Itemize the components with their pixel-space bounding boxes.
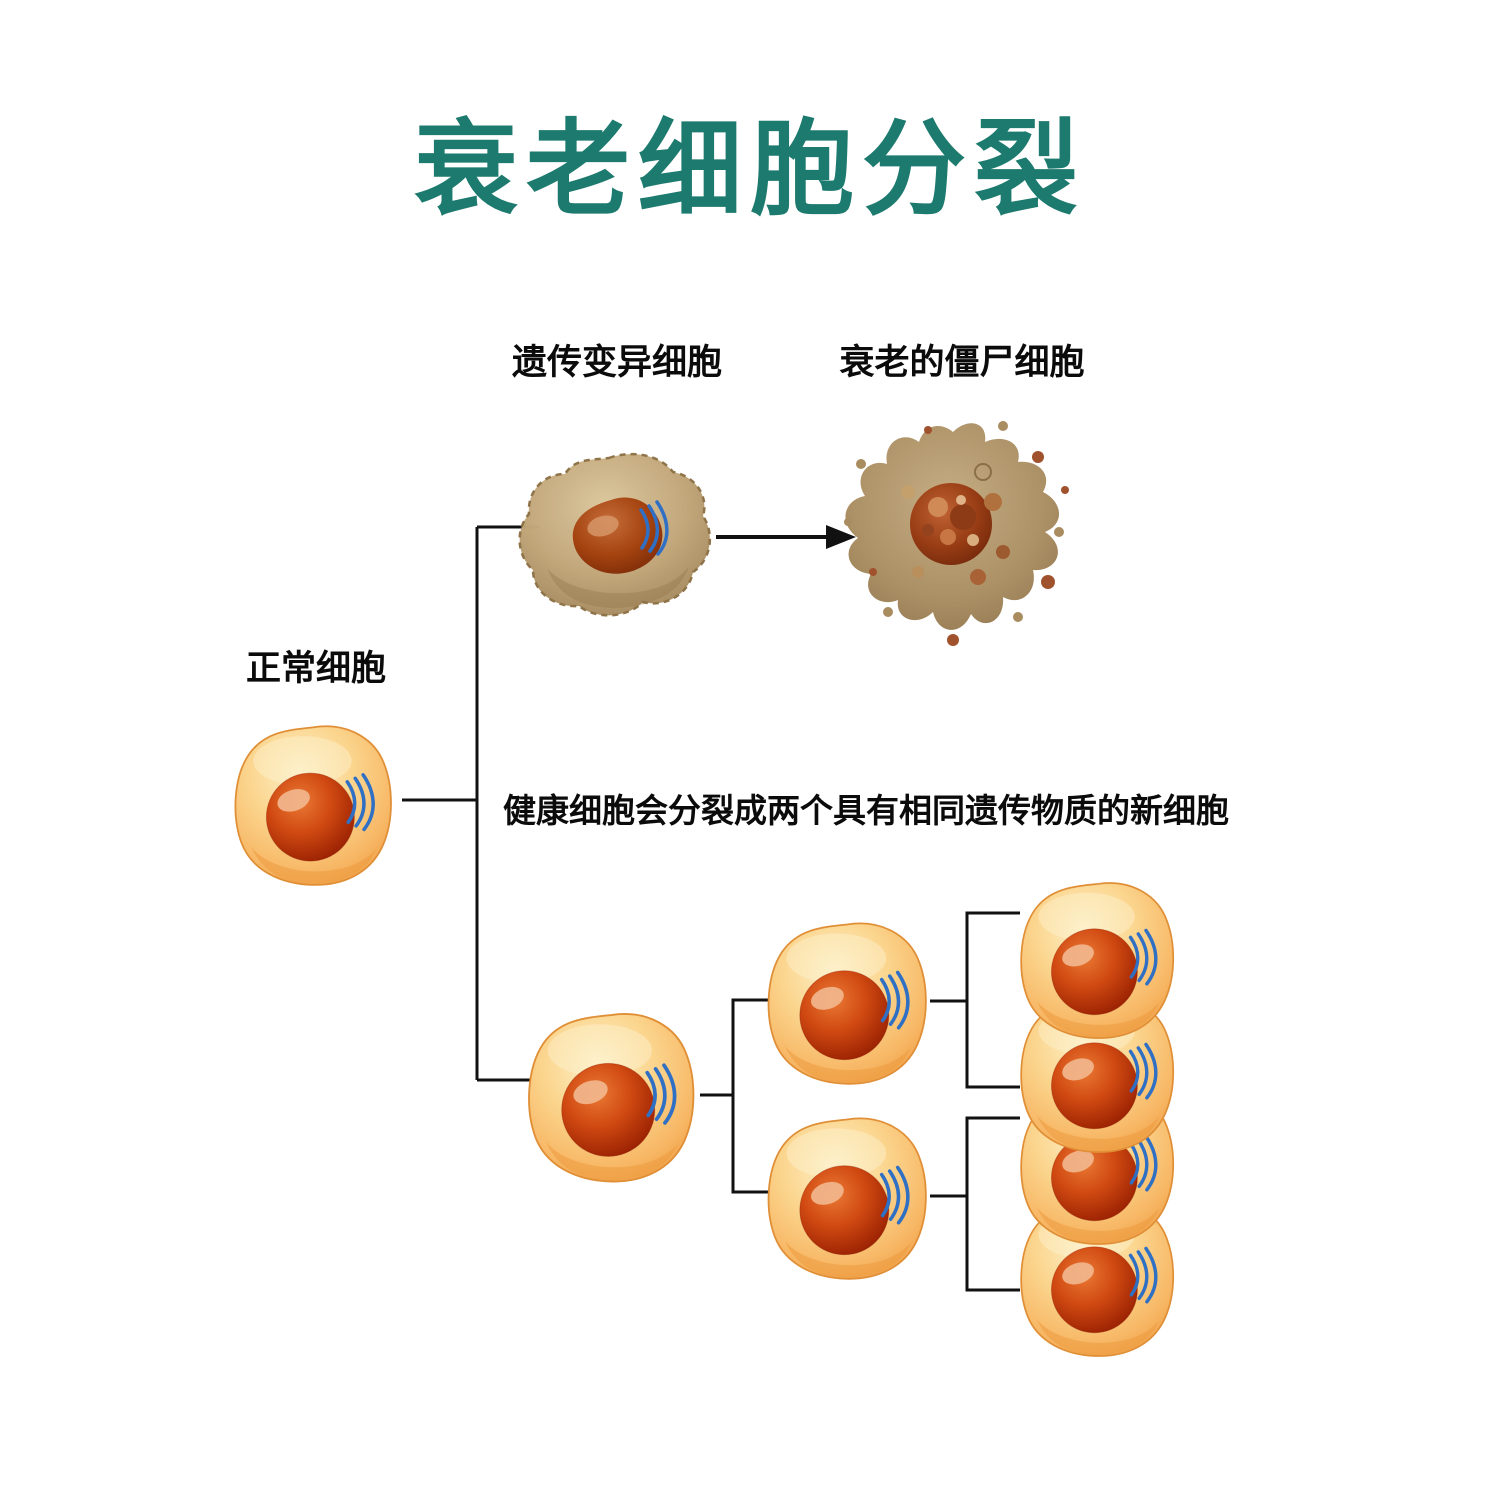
secondgen-cell-upper	[766, 921, 928, 1086]
label-mutant-cell: 遗传变异细胞	[511, 343, 723, 382]
page-title: 衰老细胞分裂	[413, 112, 1086, 228]
secondgen-cell-lower	[766, 1116, 928, 1281]
label-zombie-cell: 衰老的僵尸细胞	[839, 343, 1085, 382]
zombie-cell-illustration	[843, 420, 1070, 647]
connector-secondgen-b1	[930, 1116, 1020, 1198]
connector-firstgen-lower	[731, 1095, 775, 1194]
connector-firstgen-upper	[700, 998, 775, 1097]
daughter-cell-1	[1019, 881, 1175, 1040]
mutant-to-zombie-arrow	[716, 525, 856, 549]
connector-secondgen-a2	[965, 1001, 1020, 1089]
label-normal-cell: 正常细胞	[245, 649, 387, 688]
connector-secondgen-b2	[965, 1196, 1020, 1292]
connector-secondgen-a1	[930, 911, 1020, 1003]
arrow-head	[826, 525, 856, 549]
normal-cell-illustration	[233, 724, 393, 887]
mutant-cell-illustration	[517, 452, 712, 618]
label-division-note: 健康细胞会分裂成两个具有相同遗传物质的新细胞	[503, 792, 1229, 829]
firstgen-cell-illustration	[527, 1012, 696, 1184]
connector-lines	[402, 525, 1020, 1292]
